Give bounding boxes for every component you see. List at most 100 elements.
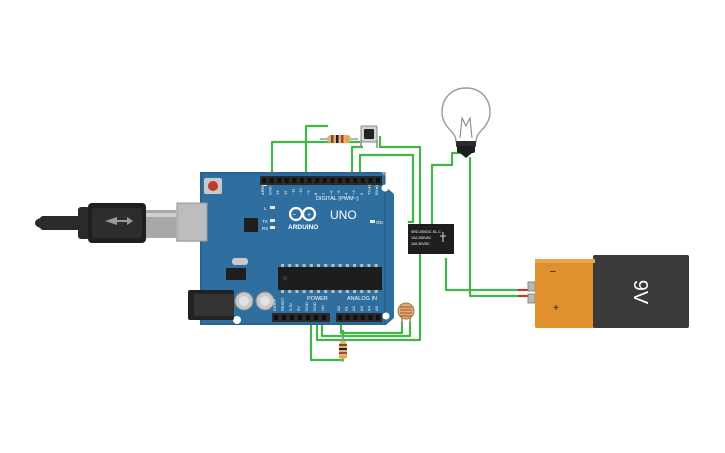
digital-pin[interactable] [292,178,297,183]
analog-pin-label: A5 [374,305,379,311]
battery-voltage-label: 9V [629,280,651,305]
digital-pin[interactable] [300,178,304,183]
arduino-logo: − + [288,206,317,222]
relay-model: SRD-05VDC-SL-C [411,230,441,234]
relay-icon[interactable]: SRD-05VDC-SL-C 10A 250VAC 10A 30VDC [408,224,454,254]
digital-pin[interactable] [284,178,289,183]
digital-pin[interactable] [269,178,274,183]
power-pin[interactable] [290,315,294,320]
voltage-regulator [226,268,246,280]
l-led-label: L [264,206,267,211]
power-header-block[interactable] [272,313,330,322]
analog-pin-label: A4 [366,305,371,311]
digital-pin[interactable] [330,178,335,183]
digital-pin[interactable] [322,178,327,183]
rx-led-label: RX [262,226,268,231]
digital-pin-label: ~11 [290,188,295,195]
power-pin-label: RESET [280,297,285,311]
digital-pin[interactable] [315,178,320,183]
digital-header[interactable] [260,176,382,185]
digital-pin[interactable] [360,178,365,183]
on-led-label: ON [376,220,383,225]
resistor-icon[interactable] [320,135,358,143]
power-pin-label: 5V [296,306,301,311]
capacitors [234,291,275,311]
power-pin[interactable] [274,315,278,320]
atmega-chip [278,264,382,293]
power-pin-label: GND [304,302,309,311]
digital-pin-label: 8 [313,192,318,195]
photoresistor-icon[interactable] [397,302,415,326]
svg-text:+: + [307,212,311,219]
digital-pin[interactable] [277,178,282,183]
analog-header-label: ANALOG IN [347,296,377,302]
power-header-label: POWER [307,296,328,302]
light-bulb-icon[interactable] [441,87,491,158]
wire-pin2-to-resistor[interactable] [350,145,363,178]
digital-pin-label: 13 [275,190,280,195]
resistor-icon[interactable] [339,336,347,362]
digital-pin[interactable] [338,178,342,183]
digital-pin[interactable] [262,178,266,183]
digital-pin[interactable] [376,178,380,183]
power-jack[interactable] [188,290,234,320]
wire-relay-to-battery[interactable] [444,258,526,292]
power-pin[interactable] [298,315,302,320]
model-label: UNO [330,208,357,222]
digital-pin-label: 7 [321,192,326,195]
power-pin-label: 3.3V [288,302,293,311]
tx-led-label: TX [262,219,268,224]
analog-pin[interactable] [345,315,350,320]
digital-pin-label: 2 [359,192,364,195]
battery-icon[interactable]: − + 9V [527,255,689,328]
svg-text:−: − [292,212,296,219]
analog-pin-label: A1 [344,305,349,311]
reset-button[interactable] [204,178,222,194]
digital-pin-label: 12 [283,190,288,195]
wire-bulb-to-battery[interactable] [468,157,526,298]
wire-relay-coil[interactable] [358,153,415,224]
analog-pin[interactable] [368,315,373,320]
analog-pin[interactable] [360,315,365,320]
digital-pin-label: TX➜1 [366,184,371,195]
digital-pin-label: AREF [260,184,265,195]
power-pin[interactable] [314,315,318,320]
digital-pin-label: ~9 [306,190,311,195]
digital-pin-label: RX◂0 [374,184,379,195]
power-pin-label: GND [312,302,317,311]
digital-pin[interactable] [353,178,358,183]
push-button-icon[interactable] [360,125,378,148]
digital-pin-label: ~5 [336,190,341,195]
battery-plus-label: + [553,303,559,314]
analog-header-block[interactable] [336,313,382,322]
analog-pin-label: A2 [351,305,356,311]
digital-pin-label: ~10 [298,187,303,195]
usb-port[interactable] [176,202,208,242]
wire-ldr-to-5v[interactable] [320,320,412,338]
power-pin[interactable] [306,315,310,320]
relay-rating-ac: 10A 250VAC [411,236,432,240]
relay-rating-dc: 10A 30VDC [411,242,430,246]
analog-pin[interactable] [338,315,342,320]
digital-pin-label: ~3 [351,190,356,195]
analog-pin[interactable] [376,315,380,320]
digital-pin[interactable] [368,178,373,183]
arduino-uno-board[interactable]: − + ARDUINO UNO DIGITAL (PWM~) POWER ANA… [176,172,394,325]
crystal [232,258,248,265]
power-pin-label: IOREF [272,298,277,311]
battery-minus-label: − [550,266,556,278]
analog-pin[interactable] [353,315,358,320]
digital-pin[interactable] [307,178,312,183]
wire-relay-to-bulb[interactable] [430,151,462,226]
digital-pin-label: 4 [344,192,349,195]
digital-pin-label: GND [268,186,273,195]
small-chip [244,218,258,232]
analog-pin-label: A0 [336,305,341,311]
brand-label: ARDUINO [288,224,318,231]
digital-pin[interactable] [345,178,350,183]
power-pin[interactable] [282,315,286,320]
power-pin[interactable] [322,315,326,320]
digital-header-label: DIGITAL (PWM~) [316,196,359,202]
wire-a0-to-ldr[interactable] [339,320,404,335]
